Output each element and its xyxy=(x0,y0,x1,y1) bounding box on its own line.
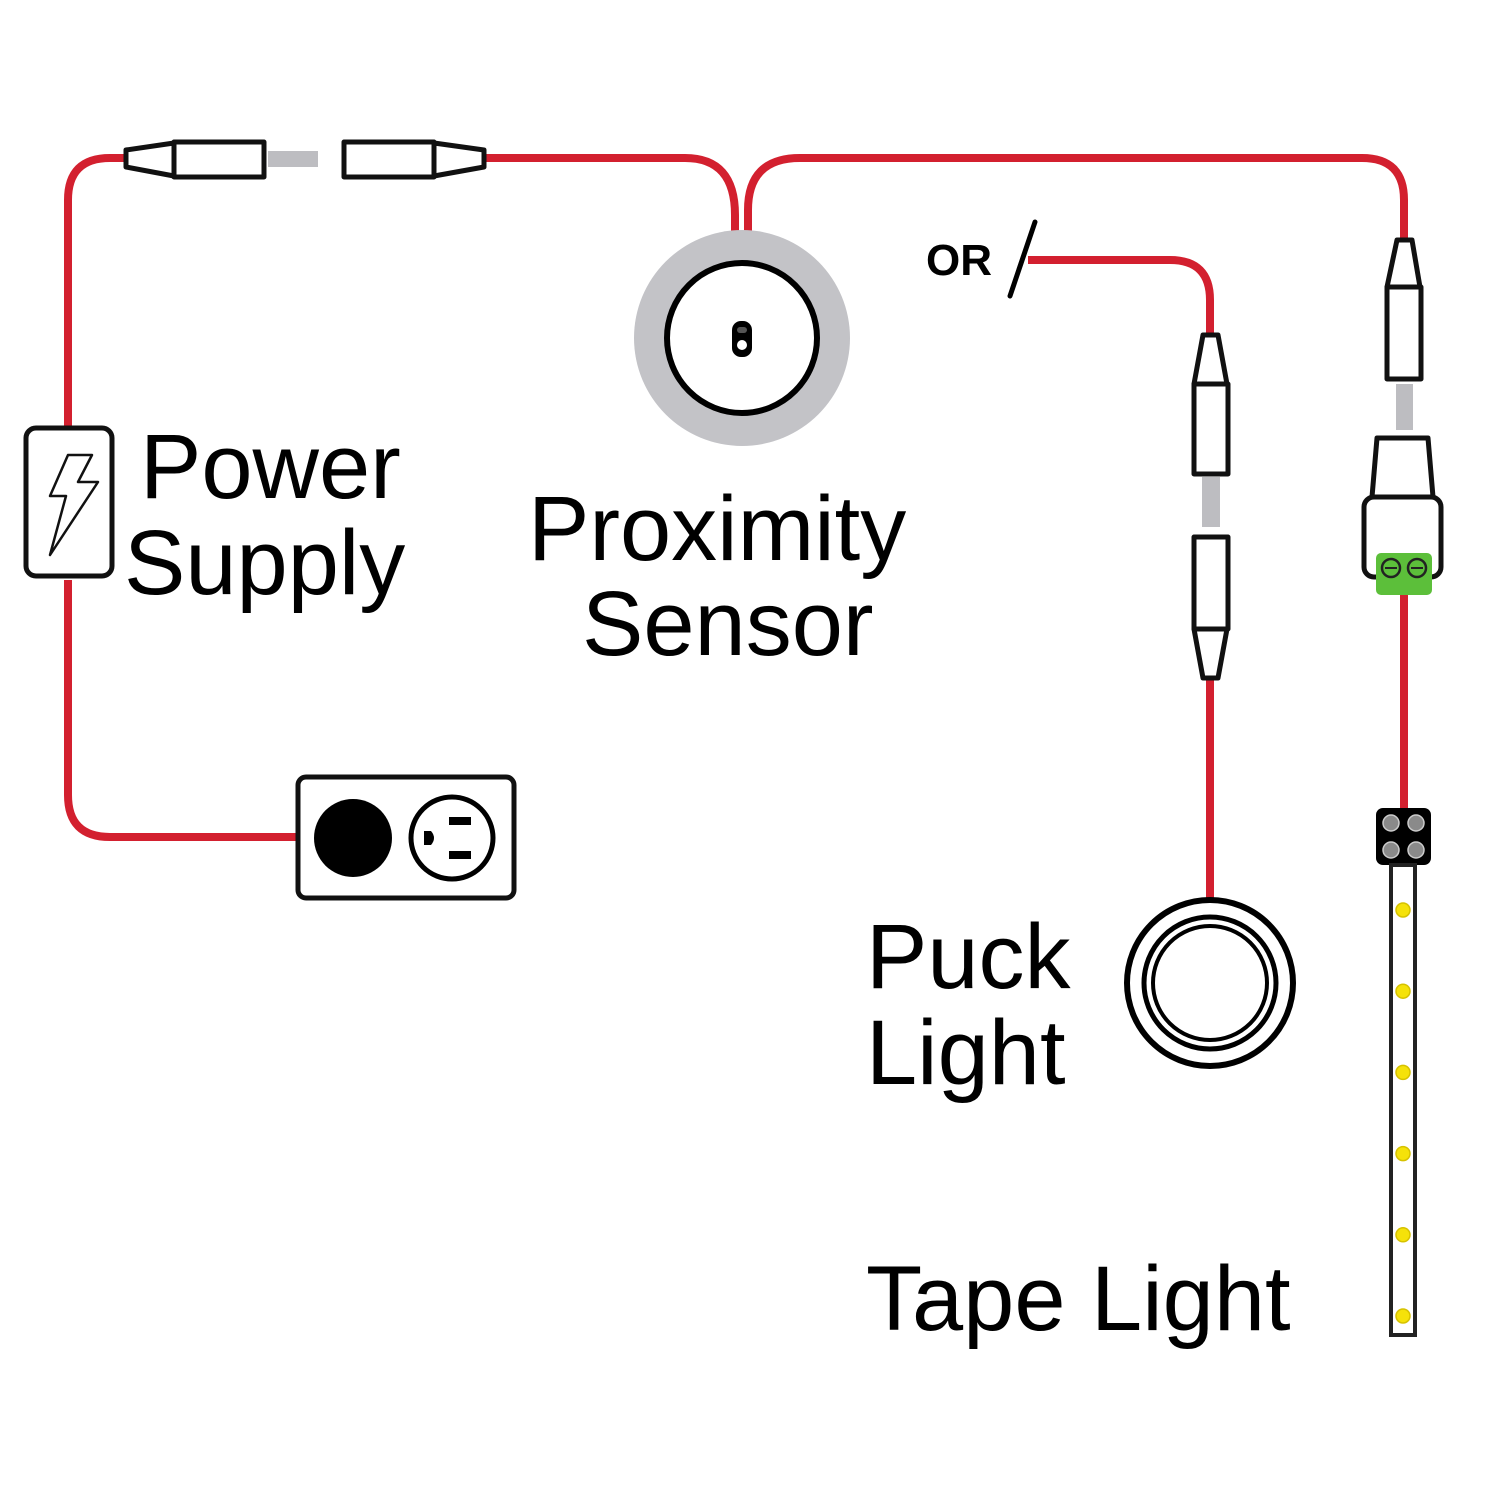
proximity-sensor xyxy=(634,230,850,446)
label-sensor: Sensor xyxy=(582,573,874,675)
puck-connector xyxy=(1191,332,1231,681)
inline-connector xyxy=(123,139,487,180)
led-tape-icon xyxy=(1376,808,1431,1337)
led-dot xyxy=(1395,902,1411,918)
tape-strip xyxy=(1389,863,1417,1337)
connector-tip-right xyxy=(431,140,487,179)
puck-connector-gap xyxy=(1202,477,1220,527)
or-slash xyxy=(1007,219,1038,299)
label-proximity: Proximity xyxy=(528,478,906,580)
labels: Power Supply Proximity Sensor OR Puck Li… xyxy=(124,236,1291,1350)
connector-gap xyxy=(268,151,318,167)
connector-tip-left xyxy=(123,140,177,179)
puck-connector-body-bottom xyxy=(1191,534,1231,632)
label-or: OR xyxy=(926,236,992,285)
wire-sensor-to-tape xyxy=(744,154,1408,240)
puck-connector-body-top xyxy=(1191,381,1231,477)
lightning-bolt-icon xyxy=(48,453,100,557)
tape-connector-gap xyxy=(1396,384,1413,430)
outlet-plug-filled xyxy=(314,799,392,877)
connector-body-right xyxy=(341,139,437,180)
tape-connector xyxy=(1361,237,1444,595)
power-supply xyxy=(23,425,115,579)
outlet-icon xyxy=(408,794,496,882)
wires xyxy=(64,154,1408,900)
wire-power-supply-to-connector xyxy=(64,154,128,428)
led-dot xyxy=(1395,1227,1411,1243)
led-dot xyxy=(1395,1145,1411,1162)
label-light: Light xyxy=(866,1002,1066,1104)
tape-adapter-cap xyxy=(1369,435,1436,500)
outlet xyxy=(295,774,517,901)
connector-body-left xyxy=(171,139,267,180)
led-dot xyxy=(1395,1308,1411,1324)
led-dot xyxy=(1395,1064,1411,1081)
wire-outlet-to-power-supply xyxy=(64,580,300,841)
tape-clip-screws xyxy=(1382,814,1425,859)
puck-connector-tip-top xyxy=(1191,332,1230,387)
tape-clip xyxy=(1376,808,1431,865)
wire-connector-to-sensor xyxy=(484,154,739,232)
label-supply: Supply xyxy=(124,512,405,614)
puck-connector-tip-bottom xyxy=(1191,626,1230,681)
tape-connector-tip xyxy=(1384,237,1423,290)
terminal-block xyxy=(1376,553,1432,595)
label-tape-light: Tape Light xyxy=(866,1248,1291,1350)
sensor-icon xyxy=(732,321,752,357)
label-puck: Puck xyxy=(866,906,1072,1008)
label-power: Power xyxy=(140,416,401,518)
tape-leds xyxy=(1395,902,1411,1324)
led-dot xyxy=(1395,983,1411,999)
wire-or-branch-to-puck xyxy=(1028,256,1214,335)
puck-light-icon xyxy=(1124,897,1296,1069)
tape-connector-body xyxy=(1384,284,1424,382)
